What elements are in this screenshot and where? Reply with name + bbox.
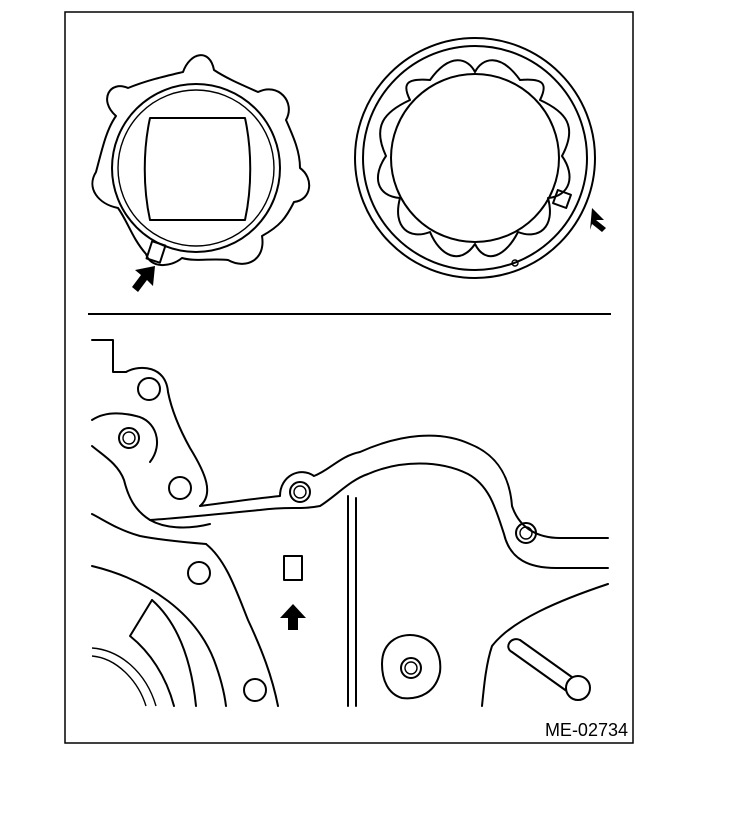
housing-bolt-hole-2-inner: [122, 431, 136, 445]
housing-bolt-hole-1: [137, 377, 161, 401]
housing-pocket-arc-3: [91, 647, 157, 707]
pump-housing: [91, 339, 609, 707]
housing-bolt-hole-5: [515, 522, 537, 544]
housing-seal-outer: [199, 434, 609, 539]
inner-rotor-hub-outer: [111, 83, 281, 253]
housing-pocket-arc-4: [91, 655, 147, 707]
housing-arrow-icon: [280, 604, 306, 630]
inner-rotor-hub-inner: [117, 89, 275, 247]
housing-bolt-hole-3: [168, 476, 192, 500]
housing-bolt-hole-5-inner: [519, 526, 533, 540]
outer-rotor: [354, 37, 606, 279]
relief-valve-plug-end: [507, 638, 521, 653]
housing-upper-boss: [125, 366, 209, 507]
figure-frame: [64, 11, 634, 744]
housing-left-boss: [91, 412, 159, 463]
housing-right-boss: [381, 634, 442, 700]
housing-lower-arc: [91, 565, 227, 707]
inner-rotor-arrow-icon: [132, 266, 155, 292]
housing-left-contour-2: [91, 513, 207, 545]
outer-rotor-tooth-ring: [377, 59, 571, 257]
housing-bolt-hole-4-inner: [293, 485, 307, 499]
housing-bolt-hole-8: [400, 657, 422, 679]
relief-valve-plug: [511, 639, 577, 693]
housing-bolt-hole-4: [289, 481, 311, 503]
inner-rotor-lobes: [91, 54, 310, 266]
housing-bolt-hole-7: [243, 678, 267, 702]
housing-seal-inner: [149, 462, 609, 569]
outer-rotor-small-hole: [511, 259, 519, 267]
housing-lower-panel: [205, 543, 279, 707]
housing-alignment-mark: [283, 555, 303, 581]
housing-bolt-hole-6: [187, 561, 211, 585]
housing-pocket-arc-1: [129, 599, 175, 707]
outer-rotor-bore: [390, 73, 560, 243]
housing-pocket-arc-2: [151, 599, 197, 707]
outer-rotor-rim: [354, 37, 596, 279]
housing-step-edge: [91, 339, 127, 373]
relief-valve-cap: [565, 675, 591, 701]
housing-left-contour: [91, 445, 211, 529]
inner-rotor-punch-mark: [145, 240, 167, 264]
outer-rotor-rim-inner: [362, 45, 588, 271]
figure-code: ME-02734: [544, 720, 628, 740]
housing-bolt-hole-2: [118, 427, 140, 449]
inner-rotor: [91, 54, 310, 292]
outer-rotor-punch-mark: [552, 189, 572, 209]
inner-rotor-drive-slot: [143, 117, 252, 221]
housing-bolt-hole-8-inner: [404, 661, 418, 675]
housing-right-contour: [481, 583, 609, 707]
outer-rotor-arrow-icon: [590, 208, 606, 232]
